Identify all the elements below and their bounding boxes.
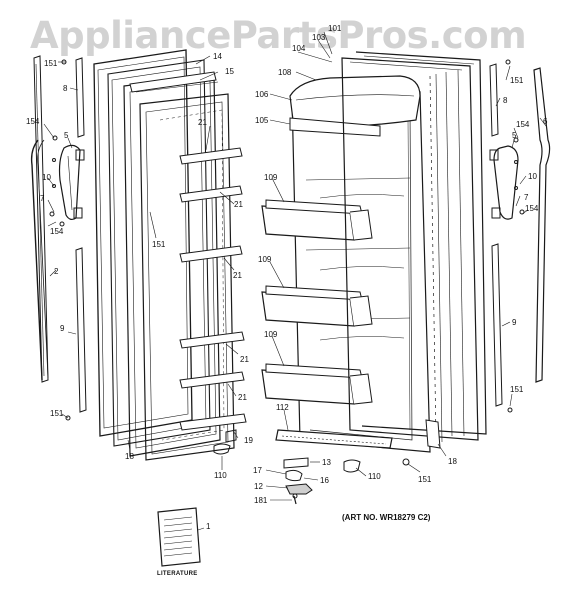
right-handle-trim-8 bbox=[489, 63, 499, 137]
callout-154: 154 bbox=[50, 227, 64, 236]
left-long-door-handle bbox=[30, 139, 49, 381]
callout-10: 10 bbox=[528, 172, 537, 181]
callout-101: 101 bbox=[328, 24, 342, 33]
callout-105: 105 bbox=[255, 116, 269, 125]
left-door-liner bbox=[123, 73, 235, 461]
callout-103: 103 bbox=[312, 33, 326, 42]
callout-18: 18 bbox=[448, 457, 457, 466]
callout-106: 106 bbox=[255, 90, 269, 99]
leader-lines bbox=[43, 31, 547, 531]
left-handle-trim-9 bbox=[75, 247, 87, 413]
callout-15: 15 bbox=[225, 67, 234, 76]
left-door-shelf-bars bbox=[179, 147, 247, 431]
callout-151: 151 bbox=[152, 240, 166, 249]
callout-21: 21 bbox=[233, 271, 242, 280]
dairy-compartment bbox=[289, 75, 421, 137]
left-screws bbox=[49, 59, 71, 421]
callout-17: 17 bbox=[253, 466, 262, 475]
callout-151: 151 bbox=[50, 409, 64, 418]
callout-21: 21 bbox=[198, 118, 207, 127]
callout-9: 9 bbox=[512, 318, 517, 327]
callout-21: 21 bbox=[240, 355, 249, 364]
callout-151: 151 bbox=[510, 385, 524, 394]
right-screws bbox=[505, 59, 525, 413]
callout-10: 10 bbox=[42, 173, 51, 182]
door-bins bbox=[261, 199, 373, 405]
callout-5: 5 bbox=[64, 131, 69, 140]
callout-1: 1 bbox=[206, 522, 211, 531]
callout-110: 110 bbox=[368, 472, 381, 481]
literature-label: LITERATURE bbox=[157, 571, 198, 577]
left-handle-bracket bbox=[58, 144, 85, 221]
callout-7: 7 bbox=[524, 193, 529, 202]
left-handle-trim-8 bbox=[75, 57, 85, 138]
right-long-door-handle bbox=[533, 67, 551, 383]
callout-13: 13 bbox=[322, 458, 331, 467]
callout-151: 151 bbox=[510, 76, 524, 85]
left-door-bottom-parts bbox=[213, 429, 237, 455]
literature-booklet bbox=[157, 507, 201, 567]
callout-151: 151 bbox=[44, 59, 58, 68]
callout-12: 12 bbox=[254, 482, 263, 491]
callout-109: 109 bbox=[264, 330, 278, 339]
callout-14: 14 bbox=[213, 52, 222, 61]
callout-110: 110 bbox=[214, 471, 227, 480]
bottom-rail bbox=[275, 429, 393, 449]
right-door-bottom-parts bbox=[343, 419, 441, 473]
callout-181: 181 bbox=[254, 496, 268, 505]
callout-6: 6 bbox=[543, 117, 548, 126]
callout-109: 109 bbox=[264, 173, 278, 182]
left-door-top-trim bbox=[129, 71, 219, 93]
art-number-label: (ART NO. WR18279 C2) bbox=[342, 513, 431, 522]
callout-154: 154 bbox=[26, 117, 40, 126]
callout-16: 16 bbox=[320, 476, 329, 485]
right-handle-bracket bbox=[489, 145, 519, 220]
right-handle-trim-9 bbox=[491, 243, 503, 407]
callout-5: 5 bbox=[512, 131, 517, 140]
callout-8: 8 bbox=[503, 96, 508, 105]
callout-19: 19 bbox=[244, 436, 253, 445]
callout-112: 112 bbox=[276, 403, 289, 412]
callout-109: 109 bbox=[258, 255, 272, 264]
left-hinge-trim-strip bbox=[33, 55, 49, 383]
callout-21: 21 bbox=[238, 393, 247, 402]
callout-108: 108 bbox=[278, 68, 292, 77]
callout-8: 8 bbox=[63, 84, 68, 93]
right-door-panels bbox=[341, 51, 487, 443]
callout-9: 9 bbox=[60, 324, 65, 333]
watermark-text: AppliancePartsPros.com bbox=[30, 14, 527, 57]
callout-151: 151 bbox=[418, 475, 432, 484]
callout-18: 18 bbox=[125, 452, 134, 461]
callout-104: 104 bbox=[292, 44, 306, 53]
callout-7: 7 bbox=[40, 194, 45, 203]
callout-154: 154 bbox=[525, 204, 539, 213]
callout-2: 2 bbox=[54, 267, 59, 276]
callout-21: 21 bbox=[234, 200, 243, 209]
small-hardware-parts bbox=[283, 457, 313, 505]
callout-154: 154 bbox=[516, 120, 530, 129]
